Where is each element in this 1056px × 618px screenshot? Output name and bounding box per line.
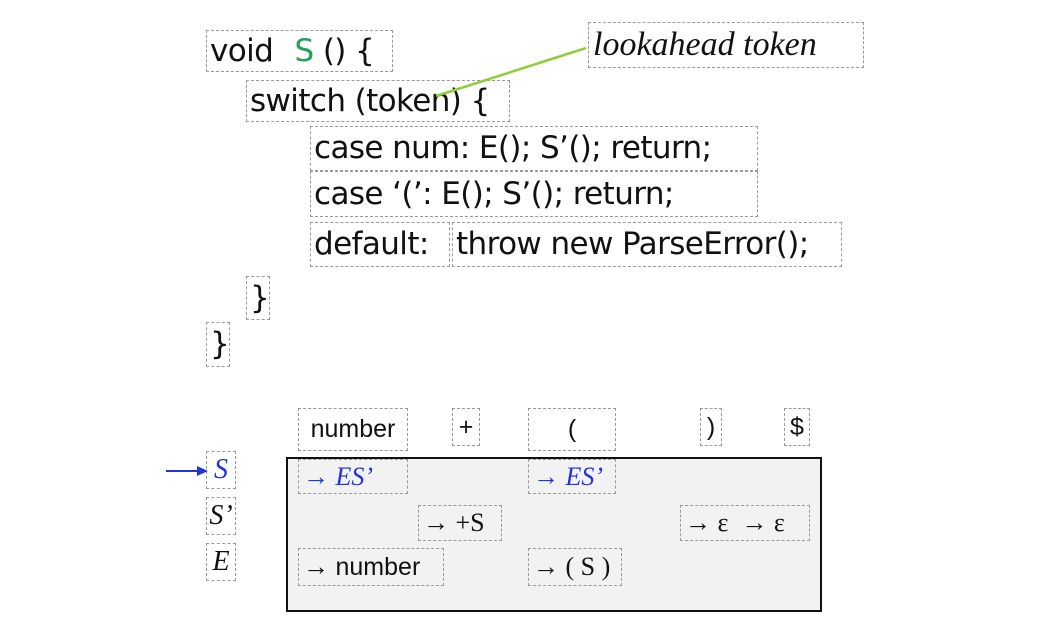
cell-sprime-rparen-eof: → ε → ε: [680, 505, 810, 541]
cell-s-lparen: → ES’: [528, 459, 616, 494]
cell-s-number-text: → ES’: [303, 461, 374, 491]
column-header-rparen: ): [700, 408, 722, 446]
code-line-case-num: case num: E(); S’(); return;: [310, 126, 758, 171]
keyword-void: void: [210, 32, 274, 69]
row-header-s-prime: S’: [206, 497, 236, 535]
cell-s-lparen-text: → ES’: [533, 461, 604, 491]
function-signature-rest: () {: [322, 32, 375, 69]
code-line-switch: switch (token) {: [246, 80, 510, 122]
cell-e-number-arrow: →: [303, 552, 336, 581]
code-line-case-lparen: case ‘(’: E(); S’(); return;: [310, 171, 758, 217]
lookahead-token-label: lookahead token: [588, 22, 864, 68]
code-line-void-s: void S () {: [206, 30, 393, 72]
cell-e-number: → number: [298, 548, 444, 586]
column-header-number: number: [298, 408, 408, 451]
parse-table-frame: [286, 457, 822, 612]
cell-e-number-word: number: [335, 552, 421, 581]
code-line-close-switch: }: [246, 276, 270, 320]
cell-e-lparen: → ( S ): [528, 548, 622, 586]
row-header-s: S: [206, 451, 236, 489]
code-line-close-function: }: [206, 322, 230, 367]
column-header-eof: $: [784, 408, 810, 446]
function-name-s: S: [294, 32, 314, 69]
code-line-throw: throw new ParseError();: [452, 222, 842, 267]
column-header-lparen: (: [528, 408, 616, 451]
code-line-default-label: default:: [310, 222, 450, 267]
cell-s-number: → ES’: [298, 459, 408, 494]
row-header-e: E: [206, 543, 236, 581]
cell-sprime-plus: → +S: [418, 505, 502, 541]
column-header-plus: +: [452, 408, 480, 446]
